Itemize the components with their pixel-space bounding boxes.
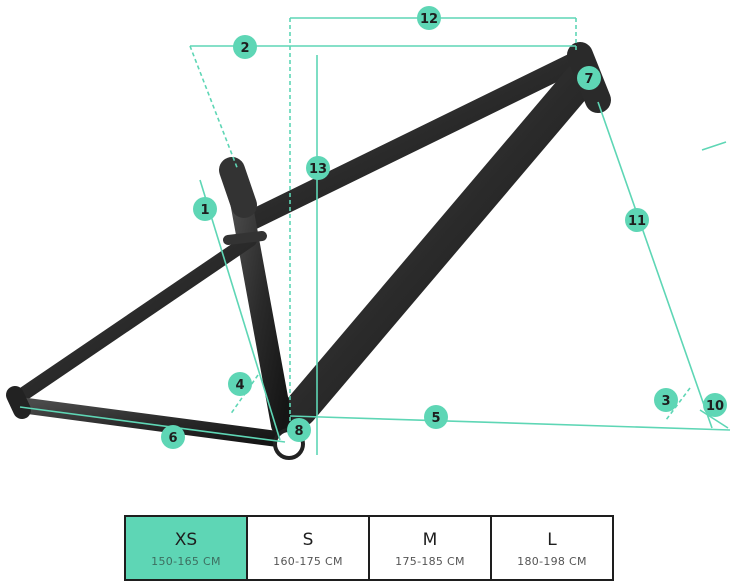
size-height-range: 175-185 CM xyxy=(395,554,465,568)
svg-text:10: 10 xyxy=(706,399,724,414)
marker-5: 5 xyxy=(424,405,448,429)
svg-text:8: 8 xyxy=(294,424,303,439)
svg-text:6: 6 xyxy=(168,431,177,446)
frame-geometry-diagram: 1 2 3 4 5 6 7 8 xyxy=(6,6,731,460)
size-option-m[interactable]: M 175-185 CM xyxy=(370,517,492,579)
marker-10: 10 xyxy=(703,393,727,417)
marker-12: 12 xyxy=(417,6,441,30)
size-code: S xyxy=(302,529,314,550)
marker-6: 6 xyxy=(161,425,185,449)
measurement-markers: 1 2 3 4 5 6 7 8 xyxy=(161,6,727,449)
size-code: M xyxy=(422,529,438,550)
size-code: L xyxy=(547,529,557,550)
svg-text:4: 4 xyxy=(235,378,244,393)
svg-text:7: 7 xyxy=(584,72,593,87)
marker-2: 2 xyxy=(233,35,257,59)
svg-text:13: 13 xyxy=(309,162,327,177)
bike-frame xyxy=(6,42,611,448)
size-option-s[interactable]: S 160-175 CM xyxy=(248,517,370,579)
marker-3: 3 xyxy=(654,388,678,412)
size-code: XS xyxy=(174,529,198,550)
size-height-range: 160-175 CM xyxy=(273,554,343,568)
svg-text:5: 5 xyxy=(431,411,440,426)
marker-7: 7 xyxy=(577,66,601,90)
size-height-range: 180-198 CM xyxy=(517,554,587,568)
svg-text:12: 12 xyxy=(420,12,438,27)
svg-text:2: 2 xyxy=(240,41,249,56)
svg-text:11: 11 xyxy=(628,214,646,229)
size-height-range: 150-165 CM xyxy=(151,554,221,568)
marker-11: 11 xyxy=(625,208,649,232)
size-selector: XS 150-165 CM S 160-175 CM M 175-185 CM … xyxy=(124,515,614,581)
svg-text:1: 1 xyxy=(200,203,209,218)
size-option-xs[interactable]: XS 150-165 CM xyxy=(126,517,248,579)
marker-13: 13 xyxy=(306,156,330,180)
svg-text:3: 3 xyxy=(661,394,670,409)
marker-4: 4 xyxy=(228,372,252,396)
marker-1: 1 xyxy=(193,197,217,221)
measurement-lines xyxy=(19,17,731,455)
marker-8: 8 xyxy=(287,418,311,442)
size-option-l[interactable]: L 180-198 CM xyxy=(492,517,612,579)
